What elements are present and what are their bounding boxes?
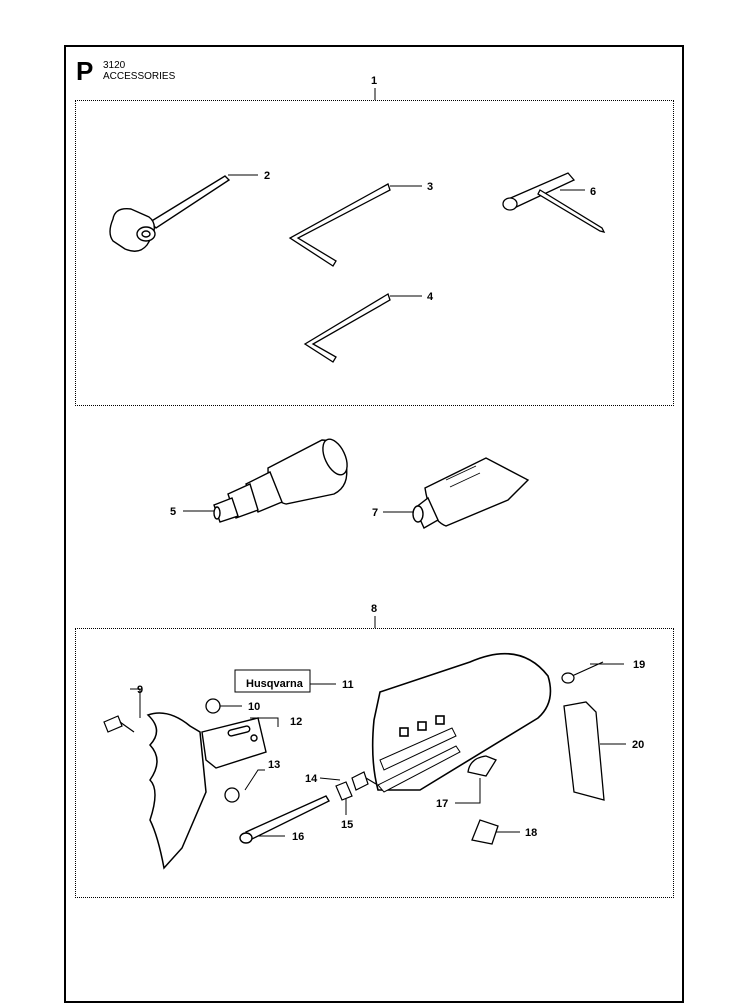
t-socket-wrench-part: [502, 172, 606, 233]
nut-plate-part-15: [335, 781, 353, 801]
callout-1: 1: [371, 75, 377, 87]
hex-key-small-part: [303, 293, 391, 363]
callout-10: 10: [248, 701, 260, 713]
callout-9: 9: [137, 684, 143, 696]
hex-key-large-part: [288, 183, 391, 267]
long-bolt-part: [239, 795, 330, 844]
leader-line-13: [244, 769, 265, 791]
group-box-chain-guard: [75, 628, 674, 898]
callout-3: 3: [427, 181, 433, 193]
husqvarna-logo-text: Husqvarna: [246, 678, 304, 690]
callout-8: 8: [371, 603, 377, 615]
page-frame: [64, 45, 684, 1003]
nut-part-10: [205, 698, 221, 714]
group-box-tools: [75, 100, 674, 406]
callout-11: 11: [342, 679, 354, 691]
callout-7: 7: [372, 507, 378, 519]
callout-17: 17: [436, 798, 448, 810]
grease-gun-part: [213, 438, 348, 523]
screw-part-9: [103, 715, 135, 733]
model-number: 3120: [103, 60, 126, 71]
callout-20: 20: [632, 739, 644, 751]
callout-13: 13: [268, 759, 280, 771]
bracket-plate-part: [201, 717, 267, 769]
section-letter: P: [76, 56, 94, 86]
callout-4: 4: [427, 291, 434, 303]
leader-line-12: [250, 717, 279, 727]
cover-plate-part-20: [563, 701, 605, 801]
wedge-part-17: [467, 755, 497, 777]
callout-6: 6: [590, 186, 596, 198]
callout-15: 15: [341, 819, 353, 831]
spiked-bumper-part: [146, 712, 207, 870]
nut-part-13: [224, 787, 240, 803]
callout-18: 18: [525, 827, 537, 839]
wedge-part-18: [471, 819, 499, 845]
small-screw-part-14: [351, 771, 377, 791]
callout-16: 16: [292, 831, 304, 843]
section-title: ACCESSORIES: [103, 71, 176, 82]
combination-spanner-part: [109, 175, 231, 252]
callout-12: 12: [290, 716, 302, 728]
leader-line-9: [130, 688, 141, 718]
chain-guard-part: [371, 652, 552, 793]
husqvarna-decal-part: Husqvarna: [234, 669, 311, 693]
grease-tube-part: [412, 457, 530, 529]
leader-line-17: [455, 778, 481, 804]
callout-2: 2: [264, 170, 270, 182]
callout-5: 5: [170, 506, 176, 518]
callout-19: 19: [633, 659, 645, 671]
screw-part-19: [561, 661, 604, 684]
callout-14: 14: [305, 773, 318, 785]
leader-line-14: [319, 777, 341, 781]
